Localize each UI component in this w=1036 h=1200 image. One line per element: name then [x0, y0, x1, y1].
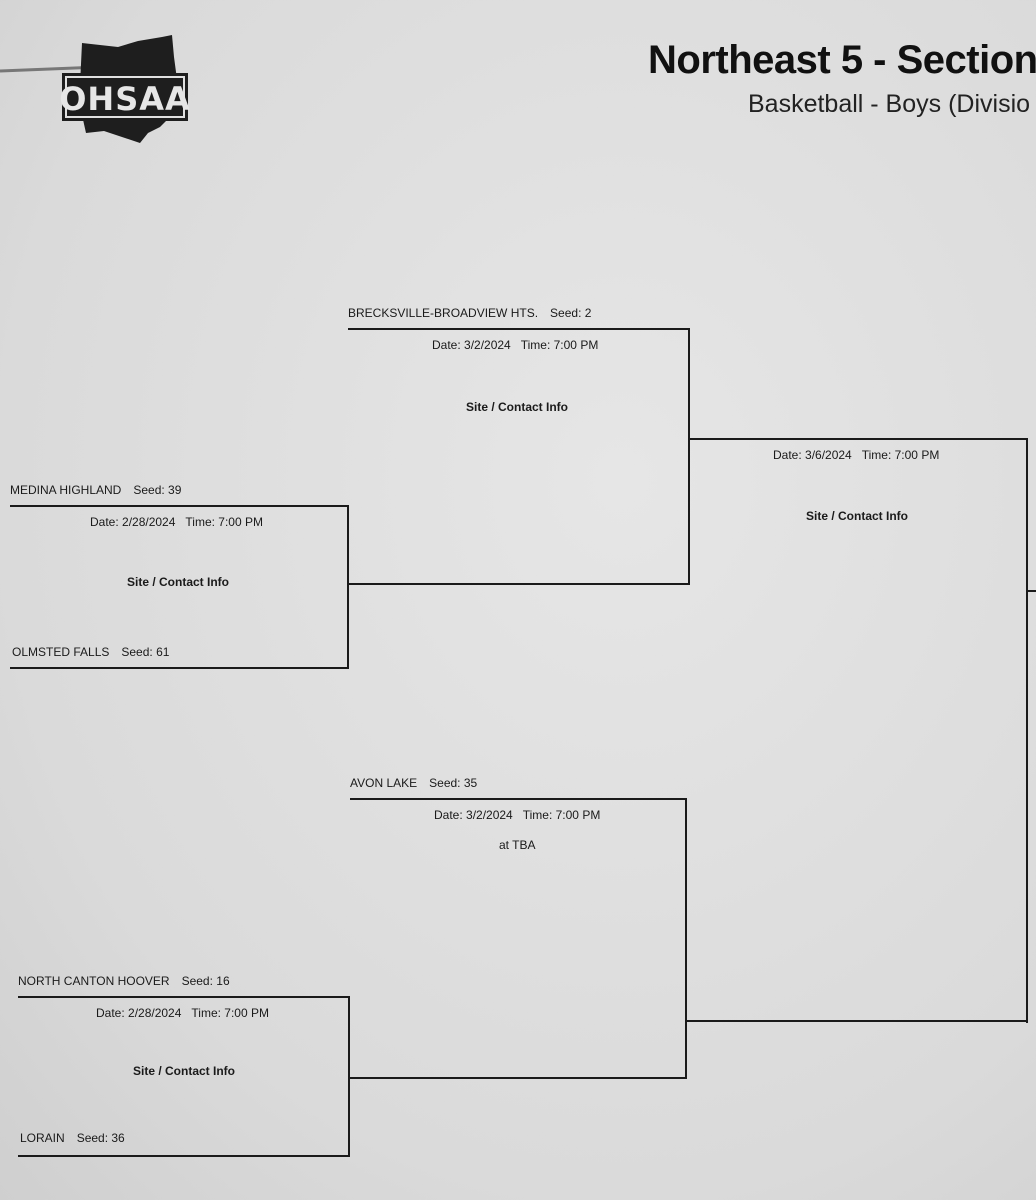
bracket-line	[18, 996, 350, 998]
bracket-line	[1026, 590, 1036, 592]
game-date: Date: 3/2/2024	[434, 808, 513, 822]
bracket-line	[350, 1077, 687, 1079]
site-contact-link[interactable]: Site / Contact Info	[806, 509, 908, 523]
team-name: MEDINA HIGHLAND	[10, 483, 122, 497]
bracket-line	[688, 328, 690, 585]
bracket-line	[348, 328, 690, 330]
game-time: Time: 7:00 PM	[520, 338, 599, 352]
bracket-line	[1026, 438, 1028, 1023]
logo-text: OHSAA	[60, 80, 190, 118]
game-datetime: Date: 3/2/2024 Time: 7:00 PM	[434, 808, 600, 822]
bracket-line	[348, 996, 350, 1157]
team-medina-highland: MEDINA HIGHLAND Seed: 39	[10, 483, 181, 497]
game-time: Time: 7:00 PM	[522, 808, 601, 822]
site-contact-link[interactable]: Site / Contact Info	[466, 400, 568, 414]
page-subtitle: Basketball - Boys (Divisio	[748, 90, 1031, 118]
team-north-canton-hoover: NORTH CANTON HOOVER Seed: 16	[18, 974, 230, 988]
team-brecksville: BRECKSVILLE-BROADVIEW HTS. Seed: 2	[348, 306, 591, 320]
team-name: BRECKSVILLE-BROADVIEW HTS.	[348, 306, 539, 320]
game-time: Time: 7:00 PM	[861, 448, 940, 462]
bracket-line	[688, 438, 1028, 440]
game-datetime: Date: 2/28/2024 Time: 7:00 PM	[90, 515, 263, 529]
team-seed: Seed: 16	[181, 974, 230, 988]
bracket-line	[18, 1155, 350, 1157]
team-seed: Seed: 2	[550, 306, 592, 320]
team-name: NORTH CANTON HOOVER	[18, 974, 170, 988]
game-site: at TBA	[499, 838, 536, 852]
game-date: Date: 2/28/2024	[96, 1006, 182, 1020]
bracket-line	[686, 1020, 1028, 1022]
bracket-line	[348, 583, 690, 585]
team-avon-lake: AVON LAKE Seed: 35	[350, 776, 477, 790]
bracket-line	[347, 505, 349, 669]
team-seed: Seed: 61	[121, 645, 170, 659]
bracket-line	[10, 505, 349, 507]
team-seed: Seed: 39	[133, 483, 182, 497]
game-time: Time: 7:00 PM	[191, 1006, 269, 1020]
team-olmsted-falls: OLMSTED FALLS Seed: 61	[12, 645, 169, 659]
team-name: AVON LAKE	[350, 776, 418, 790]
bracket-line	[350, 798, 687, 800]
team-seed: Seed: 35	[429, 776, 478, 790]
team-seed: Seed: 36	[76, 1131, 125, 1145]
site-contact-link[interactable]: Site / Contact Info	[133, 1064, 235, 1078]
game-datetime: Date: 3/6/2024 Time: 7:00 PM	[773, 448, 939, 462]
team-name: LORAIN	[20, 1131, 65, 1145]
game-datetime: Date: 2/28/2024 Time: 7:00 PM	[96, 1006, 269, 1020]
game-date: Date: 3/2/2024	[432, 338, 511, 352]
game-date: Date: 2/28/2024	[90, 515, 176, 529]
bracket-line	[10, 667, 349, 669]
bracket-line	[685, 798, 687, 1079]
ohsaa-logo: OHSAA	[60, 35, 190, 143]
game-time: Time: 7:00 PM	[185, 515, 263, 529]
team-name: OLMSTED FALLS	[12, 645, 110, 659]
game-datetime: Date: 3/2/2024 Time: 7:00 PM	[432, 338, 598, 352]
site-contact-link[interactable]: Site / Contact Info	[127, 575, 229, 589]
page-title: Northeast 5 - Section	[648, 38, 1036, 82]
game-date: Date: 3/6/2024	[773, 448, 852, 462]
team-lorain: LORAIN Seed: 36	[20, 1131, 125, 1145]
